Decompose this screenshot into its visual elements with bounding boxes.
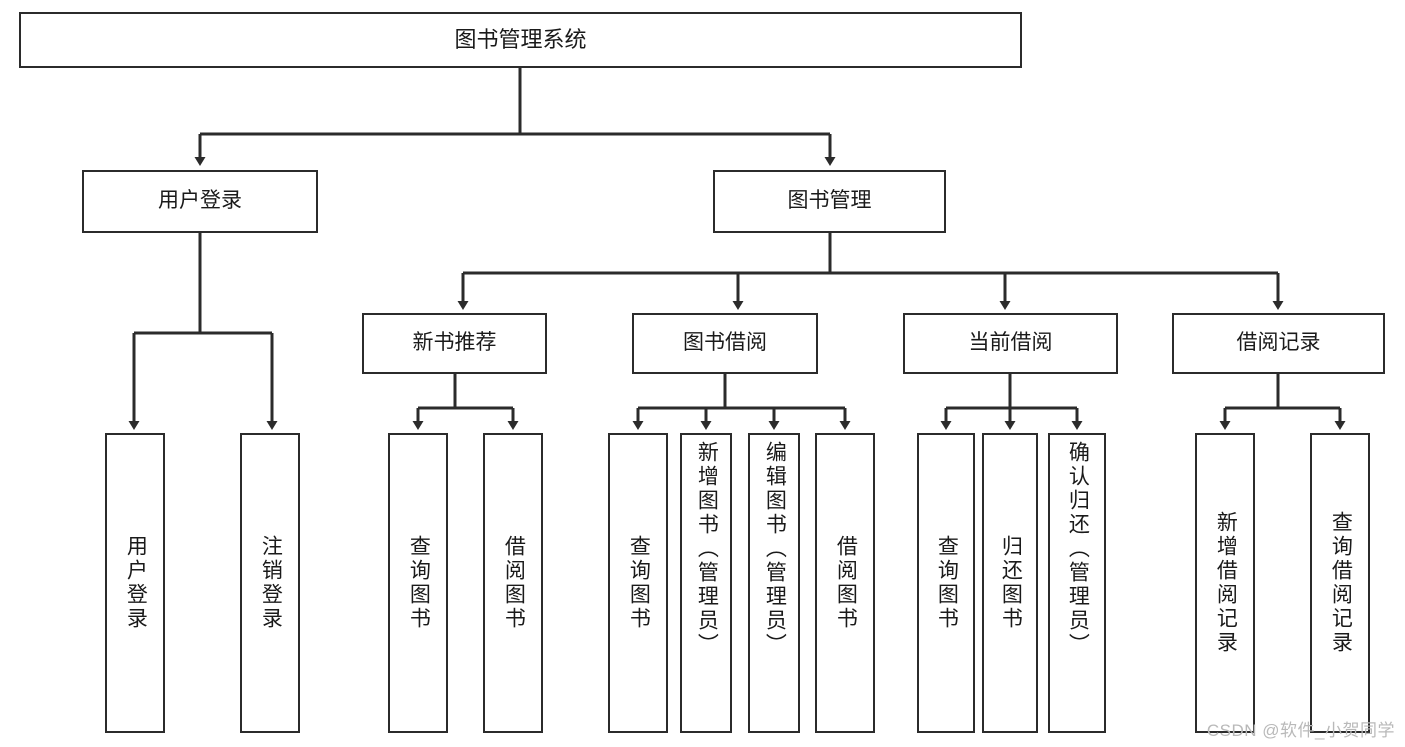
node-leaf-query-record[interactable]: 查询借阅记录 xyxy=(1310,433,1370,733)
node-leaf-query-book-1-label: 查询图书 xyxy=(407,535,431,631)
node-leaf-logout[interactable]: 注销登录 xyxy=(240,433,300,733)
node-leaf-edit-book[interactable]: 编辑图书（管理员） xyxy=(748,433,800,733)
watermark-text: CSDN @软件_小贺同学 xyxy=(1206,721,1395,740)
node-leaf-user-login[interactable]: 用户登录 xyxy=(105,433,165,733)
node-leaf-add-record[interactable]: 新增借阅记录 xyxy=(1195,433,1255,733)
node-leaf-query-book-1[interactable]: 查询图书 xyxy=(388,433,448,733)
node-current-borrow-label: 当前借阅 xyxy=(968,331,1053,355)
node-new-book-rec-label: 新书推荐 xyxy=(412,331,497,355)
node-leaf-query-book-3-label: 查询图书 xyxy=(935,535,959,631)
node-root-label: 图书管理系统 xyxy=(454,27,587,53)
node-leaf-confirm-return[interactable]: 确认归还（管理员） xyxy=(1048,433,1106,733)
node-book-borrow-label: 图书借阅 xyxy=(683,331,767,355)
node-book-borrow[interactable]: 图书借阅 xyxy=(632,313,818,374)
node-book-manage[interactable]: 图书管理 xyxy=(713,170,946,233)
node-current-borrow[interactable]: 当前借阅 xyxy=(903,313,1118,374)
node-new-book-rec[interactable]: 新书推荐 xyxy=(362,313,547,374)
node-leaf-borrow-book-1-label: 借阅图书 xyxy=(502,535,526,631)
node-borrow-record-label: 借阅记录 xyxy=(1236,331,1321,355)
node-leaf-query-book-2-label: 查询图书 xyxy=(627,535,651,631)
node-leaf-add-record-label: 新增借阅记录 xyxy=(1214,511,1238,655)
node-leaf-query-book-3[interactable]: 查询图书 xyxy=(917,433,975,733)
node-leaf-logout-label: 注销登录 xyxy=(259,535,283,631)
node-user-login-label: 用户登录 xyxy=(158,189,242,213)
node-leaf-return-book-label: 归还图书 xyxy=(999,535,1023,631)
node-leaf-user-login-label: 用户登录 xyxy=(124,535,148,631)
node-leaf-borrow-book-2[interactable]: 借阅图书 xyxy=(815,433,875,733)
node-borrow-record[interactable]: 借阅记录 xyxy=(1172,313,1385,374)
node-leaf-return-book[interactable]: 归还图书 xyxy=(982,433,1038,733)
node-leaf-add-book-label: 新增图书（管理员） xyxy=(695,441,719,657)
node-leaf-add-book[interactable]: 新增图书（管理员） xyxy=(680,433,732,733)
node-leaf-borrow-book-2-label: 借阅图书 xyxy=(834,535,858,631)
node-root[interactable]: 图书管理系统 xyxy=(19,12,1022,68)
node-leaf-edit-book-label: 编辑图书（管理员） xyxy=(763,441,787,657)
node-book-manage-label: 图书管理 xyxy=(787,189,872,213)
node-leaf-borrow-book-1[interactable]: 借阅图书 xyxy=(483,433,543,733)
node-leaf-confirm-return-label: 确认归还（管理员） xyxy=(1066,441,1090,657)
node-leaf-query-record-label: 查询借阅记录 xyxy=(1329,511,1353,655)
node-user-login[interactable]: 用户登录 xyxy=(82,170,318,233)
node-leaf-query-book-2[interactable]: 查询图书 xyxy=(608,433,668,733)
